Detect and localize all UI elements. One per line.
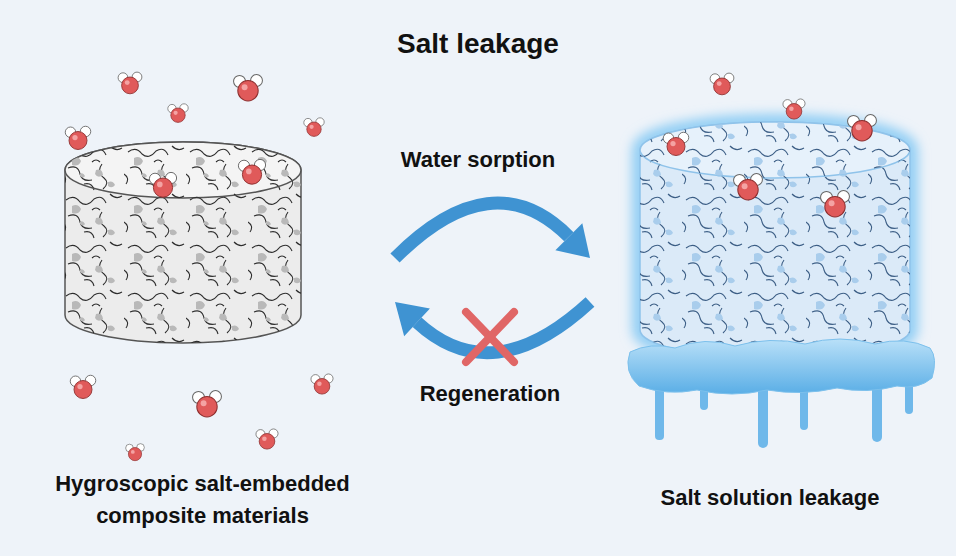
arrow-head [555, 223, 590, 258]
edge-label: Water sorption [401, 146, 555, 174]
water-molecules [65, 72, 876, 461]
material-node: Salt solution leakage [590, 110, 950, 522]
material-node: Hygroscopic salt-embedded composite mate… [10, 120, 395, 540]
arrow-shaft [395, 203, 569, 258]
wet-composite-cylinder [640, 122, 910, 358]
arrow-head [395, 302, 430, 336]
curved-arrow [395, 203, 590, 258]
diagram-title: Salt leakage [0, 26, 956, 62]
edge-label: Regeneration [420, 380, 561, 408]
cross-mark [466, 312, 514, 362]
node-label: Hygroscopic salt-embedded composite mate… [23, 468, 383, 532]
node-label: Salt solution leakage [661, 482, 880, 514]
dry-composite-cylinder [65, 142, 301, 343]
leaking-solution [628, 339, 935, 448]
